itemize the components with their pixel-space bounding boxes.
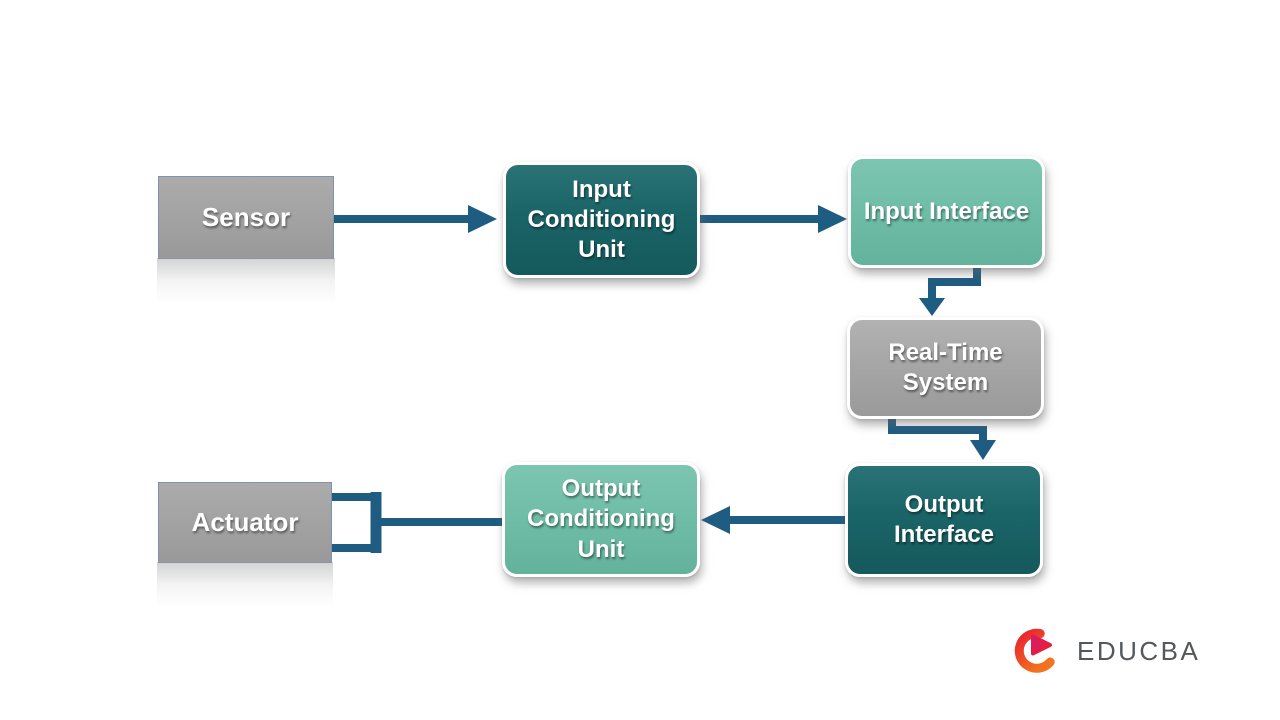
arrow-input-conditioning-unit-to-input-interface (700, 205, 847, 233)
node-real-time-system-label: Real-Time System (888, 338, 1003, 396)
educba-play-icon (1014, 628, 1055, 673)
node-input-conditioning-unit-label: Input Conditioning Unit (527, 175, 676, 264)
arrow-output-interface-to-output-conditioning-unit (701, 506, 845, 534)
educba-logo-text: EDUCBA (1077, 635, 1201, 666)
node-output-conditioning-unit-label: Output Conditioning Unit (527, 475, 675, 563)
actuator-reflection (157, 562, 333, 614)
node-sensor-label: Sensor (201, 202, 291, 232)
node-output-interface: Output Interface (845, 463, 1043, 577)
elbow-arrow-real-time-system-to-output-interface (888, 418, 996, 460)
node-actuator-label: Actuator (191, 507, 299, 537)
sensor-reflection (157, 258, 335, 310)
educba-logo: EDUCBA (1010, 622, 1200, 680)
node-actuator: Actuator (157, 482, 333, 614)
forked-connector-output-conditioning-unit-to-actuator (332, 492, 502, 553)
node-output-conditioning-unit: Output Conditioning Unit (502, 462, 700, 577)
arrow-sensor-to-input-conditioning-unit (334, 205, 497, 233)
node-sensor: Sensor (157, 176, 335, 310)
node-input-conditioning-unit: Input Conditioning Unit (503, 162, 700, 278)
node-input-interface-label: Input Interface (863, 197, 1030, 225)
elbow-arrow-input-interface-to-real-time-system (919, 267, 981, 316)
node-output-interface-label: Output Interface (893, 490, 995, 548)
node-real-time-system: Real-Time System (847, 317, 1044, 419)
node-input-interface: Input Interface (848, 156, 1045, 268)
